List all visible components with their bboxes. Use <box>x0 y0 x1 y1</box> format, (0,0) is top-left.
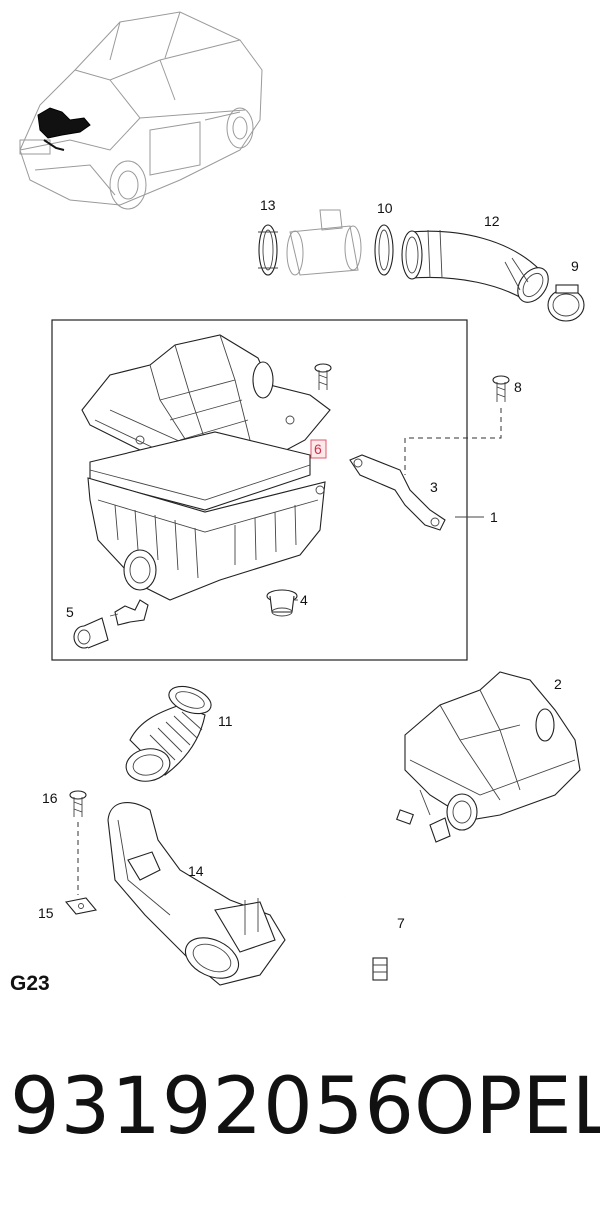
intake-pipe-14 <box>107 802 286 986</box>
callout-2: 2 <box>554 676 562 692</box>
callout-9: 9 <box>571 258 579 274</box>
callout-6-highlight: 6 <box>310 439 327 459</box>
intake-hoses-group <box>258 209 585 322</box>
air-mass-meter <box>286 209 362 276</box>
callout-10: 10 <box>377 200 393 216</box>
callout-labels: 13 10 12 9 8 6 3 1 4 5 2 11 16 14 15 7 <box>38 197 579 931</box>
callout-12: 12 <box>484 213 500 229</box>
callout-5: 5 <box>66 604 74 620</box>
bellows-hose-11 <box>125 685 212 782</box>
callout-4: 4 <box>300 592 308 608</box>
car-illustration <box>19 11 263 210</box>
air-cleaner-lower-housing <box>87 477 326 601</box>
lower-right-group <box>343 671 581 981</box>
air-cleaner-assembly-frame <box>51 319 484 661</box>
callout-13: 13 <box>260 197 276 213</box>
hose-12 <box>401 229 549 303</box>
callout-16: 16 <box>42 790 58 806</box>
clip-15 <box>64 897 98 915</box>
callout-14: 14 <box>188 863 204 879</box>
clamp-9 <box>547 284 585 322</box>
callout-15: 15 <box>38 905 54 921</box>
callout-8: 8 <box>514 379 522 395</box>
part-number: 93192056 <box>10 1062 416 1152</box>
screw-8 <box>404 375 510 475</box>
bracket-3 <box>349 454 446 531</box>
screw-top <box>314 363 332 390</box>
sleeve-5 <box>73 617 109 649</box>
clamp-10 <box>374 224 394 276</box>
grommet-4 <box>266 589 298 617</box>
callout-6: 6 <box>314 441 322 457</box>
brand-name: OPEL <box>414 1062 600 1152</box>
callout-11: 11 <box>218 713 233 729</box>
lower-left-group <box>64 685 286 986</box>
diagram-page-code: G23 <box>10 972 50 995</box>
callout-7: 7 <box>397 915 405 931</box>
parts-diagram: 13 10 12 9 8 6 3 1 4 5 2 11 16 14 15 7 <box>19 11 585 986</box>
callout-3: 3 <box>430 479 438 495</box>
callout-1: 1 <box>490 509 498 525</box>
screw-16 <box>69 790 87 895</box>
assembled-air-cleaner-2 <box>404 671 581 843</box>
sensor-valve <box>109 599 149 626</box>
breather-hose-7 <box>343 809 414 981</box>
clamp-13 <box>258 224 278 276</box>
